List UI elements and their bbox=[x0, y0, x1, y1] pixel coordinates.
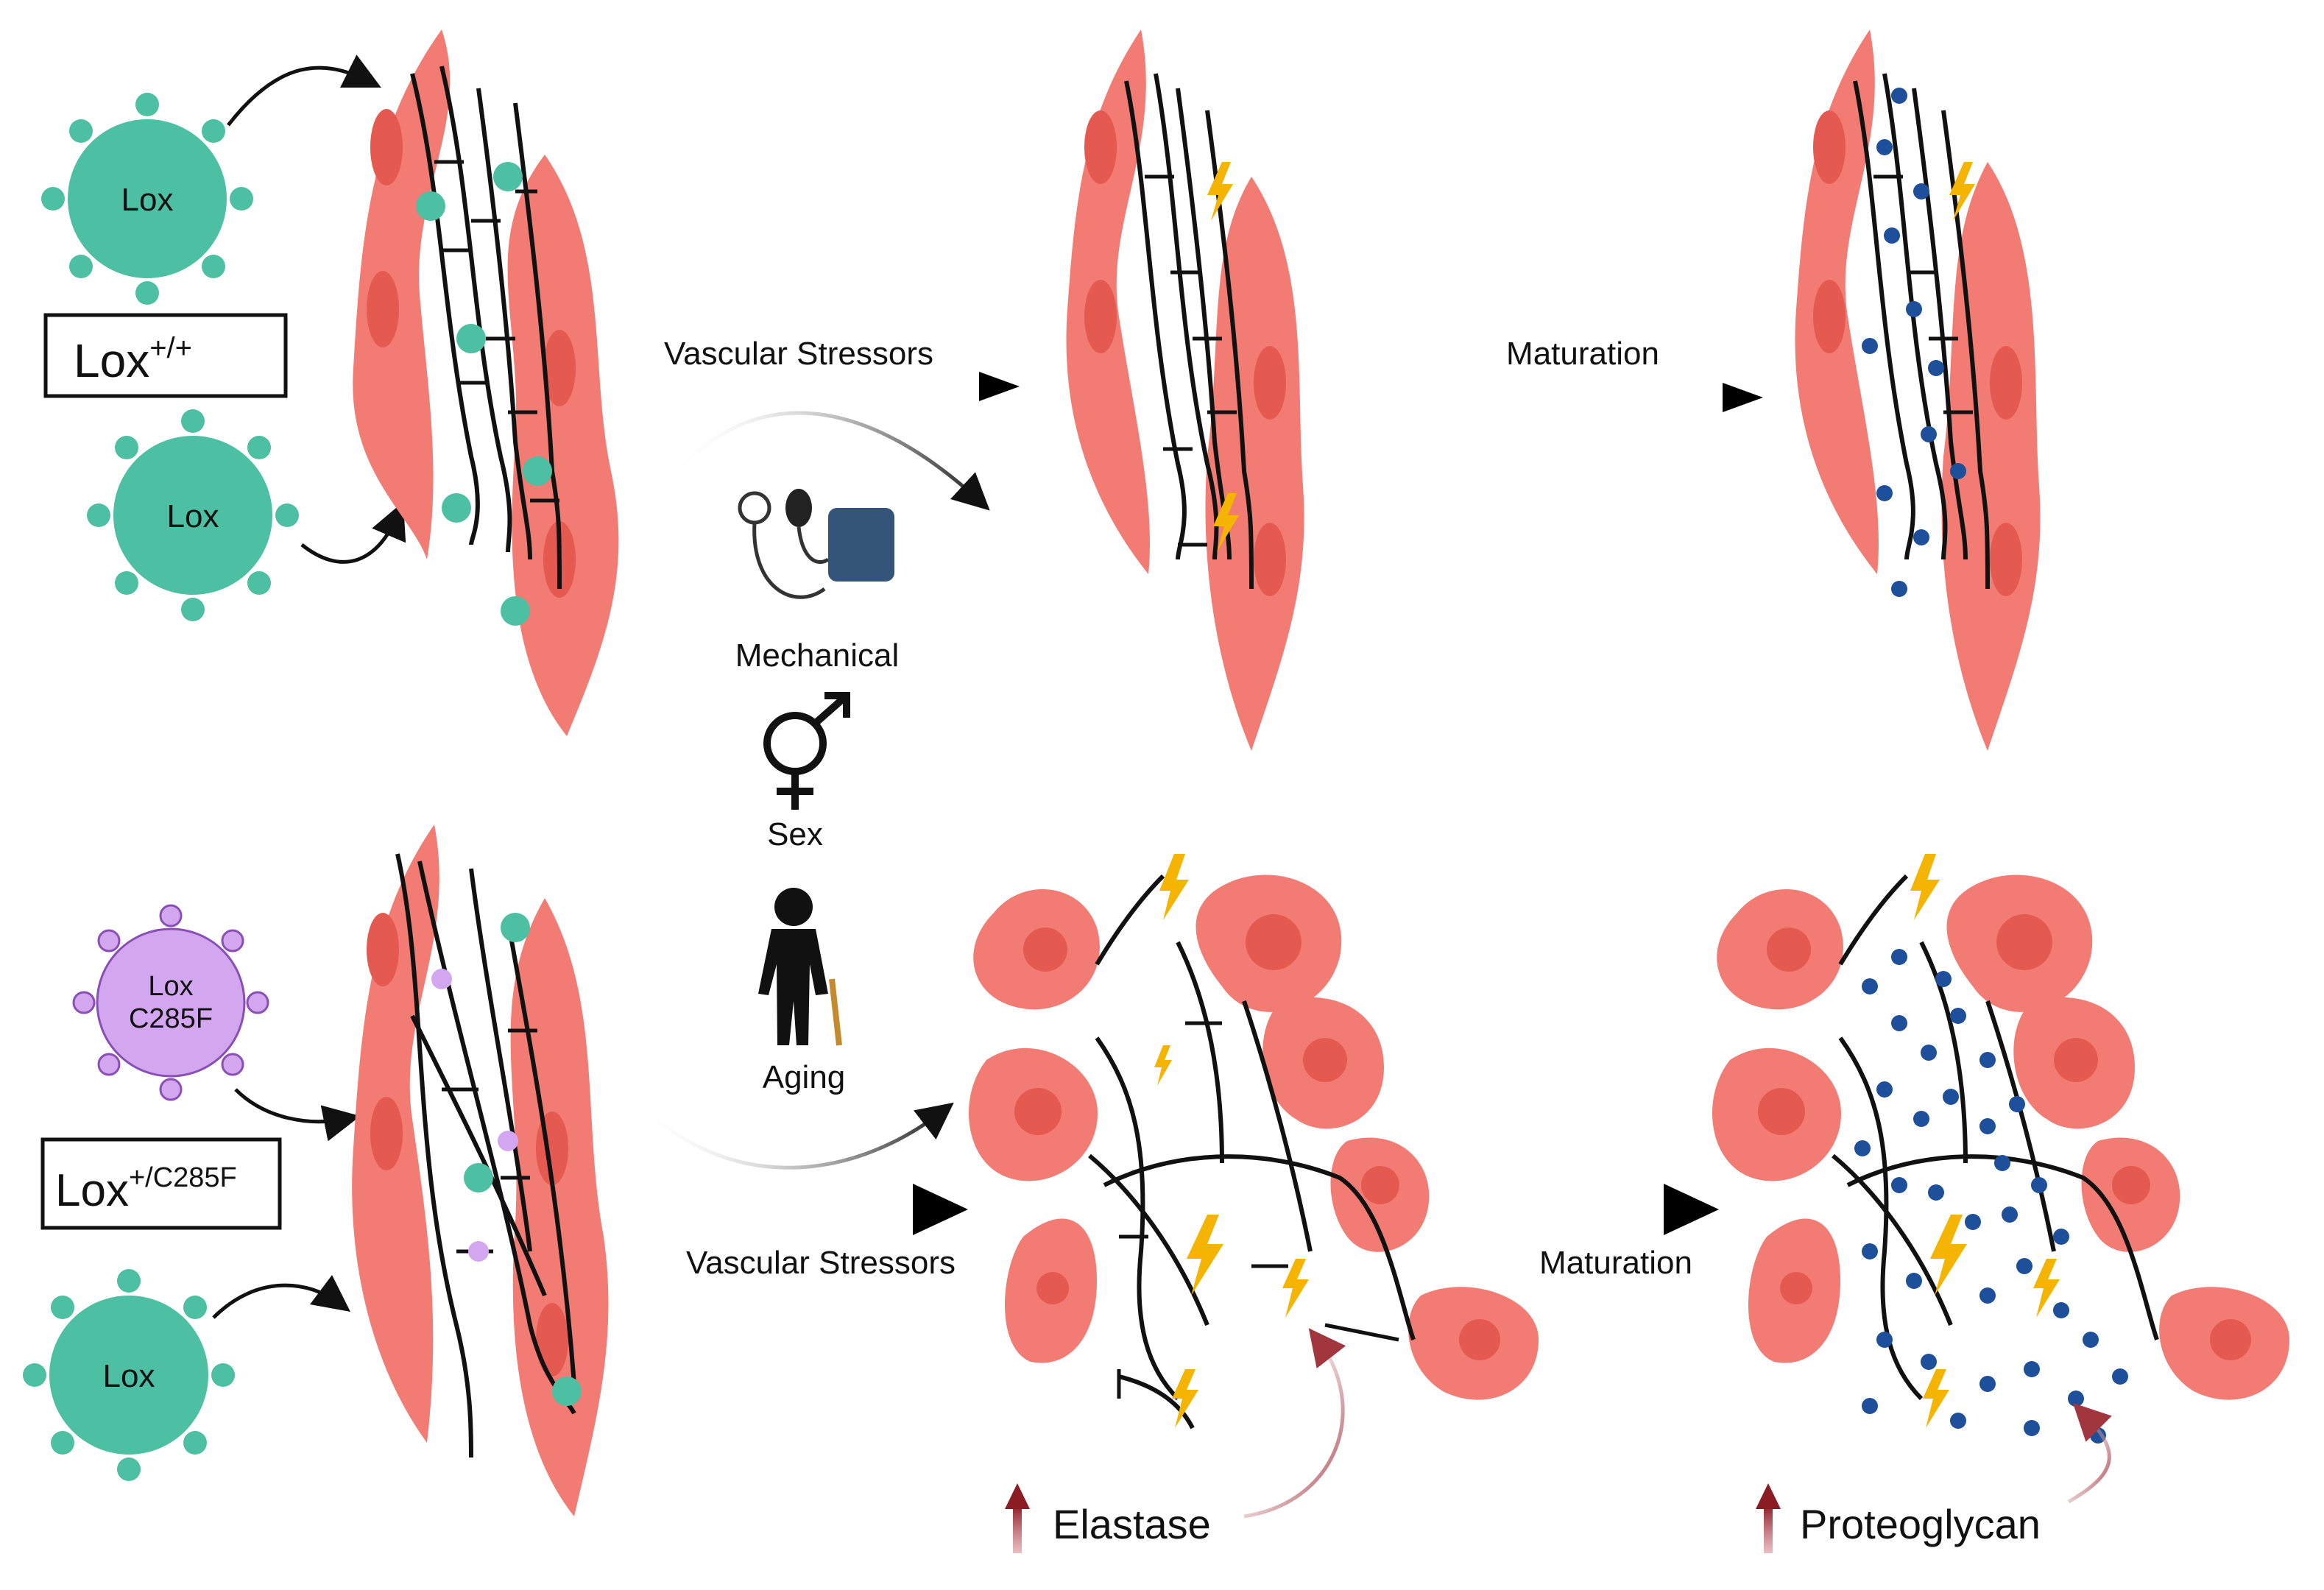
lightning-icon bbox=[1159, 854, 1189, 920]
bound-lox-enzymes bbox=[416, 162, 552, 626]
up-arrow-icon bbox=[1013, 1505, 1022, 1553]
genotype-base: Lox bbox=[74, 334, 149, 387]
curved-arrow-top bbox=[668, 411, 990, 511]
lightning-icon bbox=[1923, 1369, 1949, 1428]
lox-mutant-line1: Lox bbox=[148, 971, 193, 1002]
genotype-superscript: +/+ bbox=[149, 332, 192, 364]
lightning-icons bbox=[1910, 854, 2060, 1428]
cell-nucleus bbox=[1084, 280, 1117, 353]
bottom-row: Lox C285F Lox+/C285F Lox bbox=[23, 824, 2289, 1553]
cell-nucleus bbox=[1990, 523, 2022, 596]
smooth-muscle-cell bbox=[510, 898, 609, 1516]
svg-text:Lox+/C285F: Lox+/C285F bbox=[55, 1162, 237, 1216]
lightning-icon bbox=[1213, 493, 1239, 552]
smooth-muscle-cell bbox=[353, 29, 451, 559]
elderly-person-icon bbox=[758, 888, 842, 1046]
smooth-muscle-cell bbox=[1941, 162, 2041, 751]
lox-arrow-1 bbox=[227, 54, 381, 127]
top-row: Lox Lox Lox+/+ bbox=[41, 29, 2041, 1095]
vessel-wall-stressed bbox=[1066, 29, 1304, 751]
aging-label: Aging bbox=[763, 1059, 846, 1095]
maturation-label: Maturation bbox=[1506, 336, 1659, 372]
lox-mutant-enzyme: Lox C285F bbox=[72, 904, 269, 1101]
lightning-icon bbox=[1282, 1259, 1309, 1318]
curved-arrow-bottom bbox=[632, 1095, 954, 1170]
cell-nucleus bbox=[1084, 110, 1117, 184]
crosslinks bbox=[1145, 174, 1237, 547]
genotype-base: Lox bbox=[55, 1165, 129, 1216]
fragmented-fibers bbox=[1832, 874, 2159, 1401]
red-curved-arrow bbox=[1243, 1328, 1346, 1519]
vessel-wall-degraded bbox=[969, 854, 1539, 1430]
proteoglycan-dots bbox=[1862, 88, 1966, 597]
vessel-wall-mutant bbox=[352, 824, 609, 1516]
lox-enzyme-1: Lox bbox=[41, 93, 253, 305]
genotype-superscript: +/C285F bbox=[129, 1162, 237, 1193]
elastase-label: Elastase bbox=[1053, 1501, 1211, 1547]
lox-label: Lox bbox=[121, 182, 174, 218]
lox-label: Lox bbox=[167, 498, 219, 534]
genotype-wildtype: Lox+/+ bbox=[43, 313, 288, 398]
arrow-maturation-bottom: Maturation bbox=[1472, 1184, 1719, 1281]
cell-nucleus bbox=[1254, 346, 1286, 420]
bound-mutant-enzymes bbox=[431, 969, 518, 1262]
cell-nucleus bbox=[370, 1097, 403, 1170]
cell-nucleus bbox=[536, 1303, 568, 1377]
red-curved-arrow bbox=[2067, 1402, 2112, 1504]
lightning-icons bbox=[1154, 854, 1309, 1428]
smooth-muscle-cell bbox=[1205, 177, 1304, 751]
cell-nuclei bbox=[1758, 914, 2251, 1360]
bound-lox-enzymes bbox=[464, 913, 582, 1406]
vessel-wall-lox bbox=[353, 29, 619, 736]
up-arrow-icon bbox=[1764, 1505, 1773, 1553]
lightning-icon bbox=[2033, 1259, 2060, 1318]
lox-mutant-line2: C285F bbox=[129, 1003, 213, 1034]
vascular-stressors-label: Vascular Stressors bbox=[664, 336, 933, 372]
lox-arrow-3 bbox=[234, 1088, 361, 1142]
lightning-icon bbox=[1930, 1215, 1967, 1296]
cell-nucleus bbox=[1813, 280, 1846, 353]
cell-nucleus bbox=[367, 913, 399, 986]
lox-arrow-4 bbox=[212, 1275, 351, 1319]
arrow-vascular-stressors-bottom: Vascular Stressors bbox=[663, 1184, 968, 1281]
vessel-wall-proteoglycan bbox=[1712, 854, 2289, 1444]
maturation-label: Maturation bbox=[1539, 1245, 1692, 1281]
lightning-icon bbox=[1207, 162, 1233, 221]
svg-text:Lox+/+: Lox+/+ bbox=[74, 332, 192, 387]
fragmented-fibers bbox=[1088, 874, 1416, 1430]
cell-nuclei bbox=[1014, 914, 1500, 1360]
lightning-icon bbox=[1172, 1369, 1198, 1428]
arrow-maturation-top: Maturation bbox=[1362, 336, 1763, 412]
lox-enzyme-3: Lox bbox=[23, 1269, 235, 1481]
lightning-icon bbox=[1949, 162, 1975, 221]
proteoglycan-label: Proteoglycan bbox=[1800, 1501, 2041, 1547]
elastase-outcome: Elastase bbox=[1005, 1328, 1346, 1553]
lox-enzyme-2: Lox bbox=[87, 409, 299, 621]
lox-arrow-2 bbox=[300, 501, 406, 564]
cell-nucleus bbox=[370, 109, 403, 186]
cell-nucleus bbox=[1813, 110, 1846, 184]
cell-nucleus bbox=[1990, 346, 2022, 420]
vascular-stressors-label: Vascular Stressors bbox=[686, 1245, 956, 1281]
lox-label: Lox bbox=[103, 1358, 155, 1394]
smooth-muscle-cell bbox=[507, 155, 619, 736]
mechanical-label: Mechanical bbox=[735, 637, 900, 674]
gender-symbol-icon bbox=[763, 692, 850, 810]
crosslinks bbox=[1873, 174, 1973, 414]
vessel-wall-matured bbox=[1795, 29, 2041, 751]
blood-pressure-cuff-icon bbox=[738, 489, 894, 599]
lightning-icon bbox=[1910, 854, 1940, 920]
arrow-vascular-stressors-top: Vascular Stressors bbox=[618, 336, 1020, 401]
fiber-stubs bbox=[1117, 1021, 1399, 1399]
cell-nucleus bbox=[367, 271, 399, 347]
crosslinks bbox=[434, 160, 559, 503]
lightning-icon bbox=[1154, 1045, 1172, 1086]
cell-nucleus bbox=[1254, 523, 1286, 596]
sex-label: Sex bbox=[767, 816, 823, 852]
lightning-icon bbox=[1187, 1215, 1223, 1296]
proteoglycan-outcome: Proteoglycan bbox=[1756, 1402, 2112, 1553]
cell-nucleus bbox=[543, 330, 576, 406]
genotype-mutant: Lox+/C285F bbox=[40, 1137, 282, 1230]
